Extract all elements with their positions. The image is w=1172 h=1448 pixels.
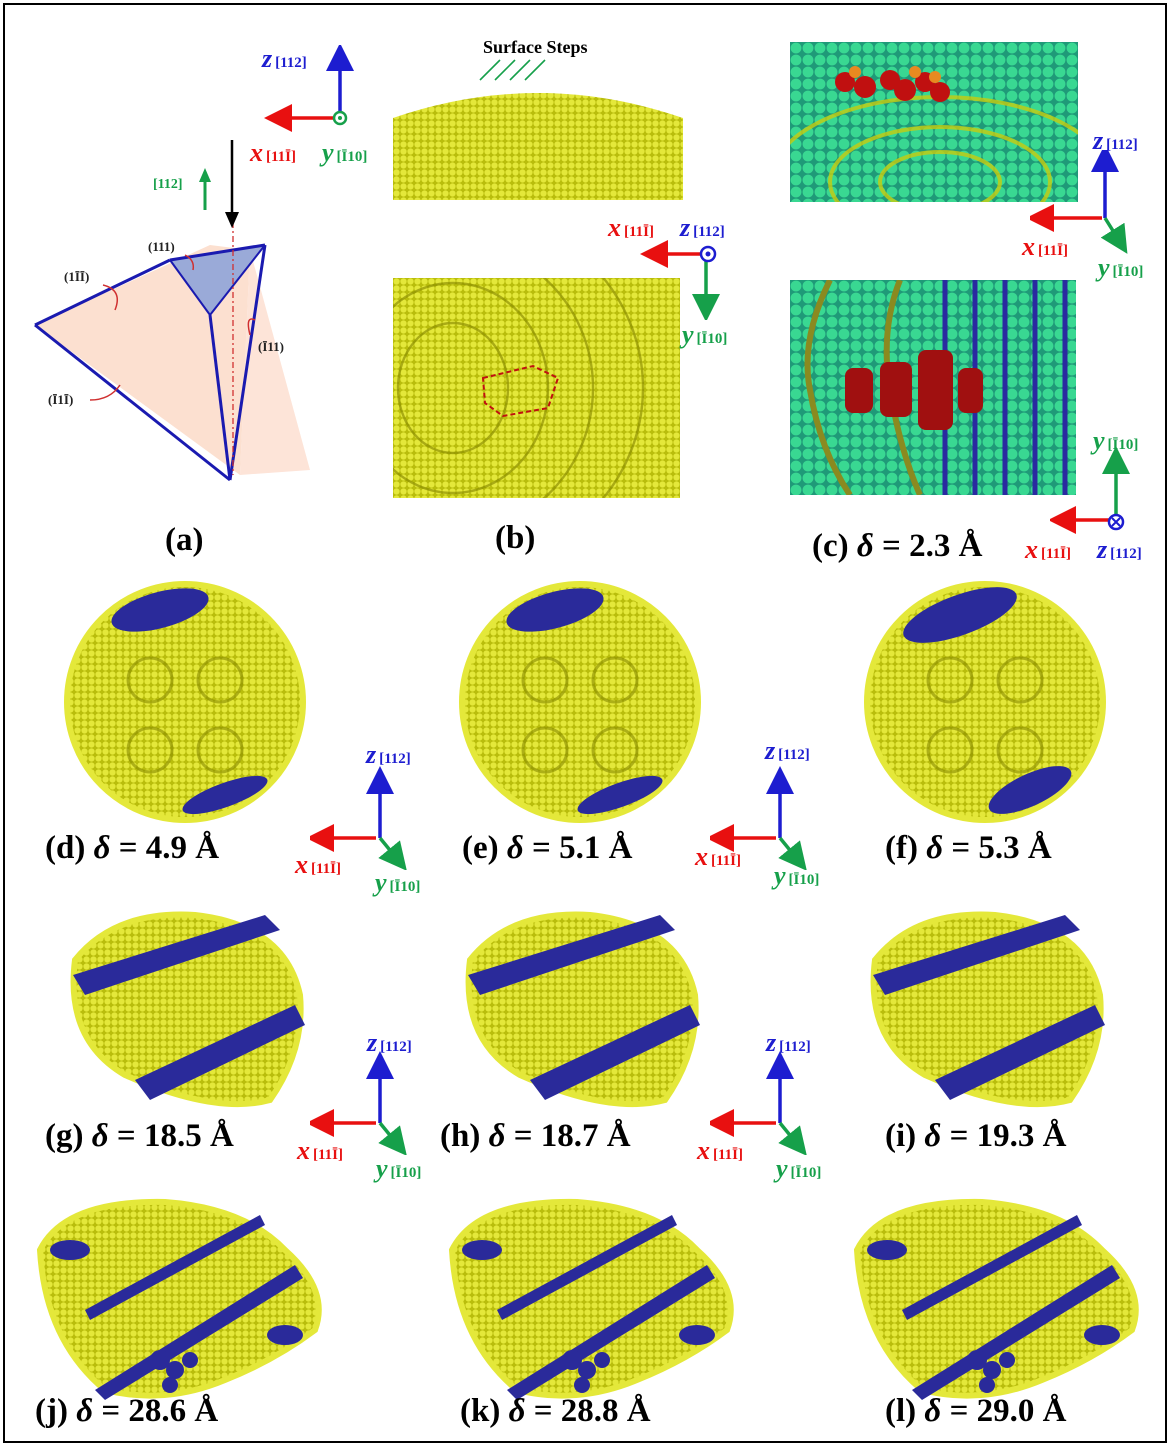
x-axis-label: x[11Ī] [1025, 535, 1071, 564]
x-axis-label: x[11Ī] [695, 842, 741, 871]
z-axis-label: z[112] [766, 1028, 811, 1057]
nanoparticle-image-i [870, 911, 1105, 1108]
z-axis-label: z[112] [367, 1028, 412, 1057]
x-axis-label: x[11Ī] [295, 850, 341, 879]
axis-triad [710, 766, 807, 870]
x-axis-label: x[11Ī] [1022, 232, 1068, 261]
top-view-image [393, 278, 680, 498]
axis-triad [1030, 150, 1128, 254]
x-axis-label: x[11Ī] [697, 1136, 743, 1165]
y-axis-label: y[Ī10] [774, 861, 820, 890]
caption-f: (f) δ = 5.3 Å [885, 830, 1052, 866]
y-axis-label: y[Ī10] [776, 1154, 822, 1183]
caption-l: (l) δ = 29.0 Å [885, 1393, 1067, 1429]
caption-i: (i) δ = 19.3 Å [885, 1118, 1067, 1154]
caption-h: (h) δ = 18.7 Å [440, 1118, 631, 1154]
tetrahedron-diagram [34, 222, 310, 482]
z-axis-label: z[112] [366, 740, 411, 769]
direction-112-label: [112] [153, 177, 183, 192]
defect-side-image [790, 42, 1078, 202]
load-direction-arrow [225, 140, 239, 228]
nanoparticle-image-l [853, 1198, 1139, 1400]
plane-label: (111) [148, 239, 175, 254]
y-axis-label: y[Ī10] [682, 320, 728, 349]
surface-steps-title: Surface Steps [483, 37, 588, 57]
plane-label: (Ī11) [258, 339, 284, 354]
y-axis-label: y[Ī10] [375, 868, 421, 897]
z-axis-label: z[112] [765, 736, 810, 765]
side-view-image [393, 93, 683, 200]
panel-c-caption: (c) δ = 2.3 Å [812, 528, 983, 564]
axis-triad [310, 766, 407, 870]
figure-frame [3, 3, 1167, 1443]
nanoparticle-image-g [70, 911, 305, 1108]
caption-d: (d) δ = 4.9 Å [45, 830, 220, 866]
plane-label: (Ī1Ī) [48, 392, 74, 407]
nanoparticle-image-k [448, 1198, 734, 1400]
defect-top-image [790, 280, 1076, 495]
nanoparticle-image-d [64, 581, 306, 823]
nanoparticle-image-j [36, 1198, 322, 1400]
y-axis-label: y[Ī10] [1098, 253, 1144, 282]
x-axis-label: x[11Ī] [297, 1136, 343, 1165]
axis-triad [310, 1051, 407, 1155]
z-axis-label: z[112] [262, 44, 307, 73]
caption-e: (e) δ = 5.1 Å [462, 830, 633, 866]
surface-steps-arrows [479, 59, 546, 81]
nanoparticle-image-h [465, 911, 700, 1108]
plane-label: (1ĪĪ) [64, 269, 90, 284]
axis-triad [710, 1051, 807, 1155]
z-axis-label: z[112] [1093, 126, 1138, 155]
caption-k: (k) δ = 28.8 Å [460, 1393, 651, 1429]
y-axis-label: y[Ī10] [1093, 426, 1139, 455]
x-axis-label: x[11Ī] [250, 138, 296, 167]
direction-112-arrow [199, 168, 211, 210]
y-axis-label: y[Ī10] [376, 1154, 422, 1183]
caption-j: (j) δ = 28.6 Å [35, 1393, 219, 1429]
z-axis-label: z[112] [680, 213, 725, 242]
z-axis-label: z[112] [1097, 535, 1142, 564]
axis-triad [640, 240, 720, 320]
y-axis-label: y[Ī10] [322, 138, 368, 167]
nanoparticle-image-e [459, 581, 701, 823]
axis-triad [1050, 446, 1130, 534]
x-axis-label: x[11Ī] [608, 213, 654, 242]
panel-b-caption: (b) [495, 520, 536, 556]
axis-triad [264, 45, 354, 132]
panel-a-caption: (a) [165, 522, 204, 558]
nanoparticle-image-f [864, 581, 1106, 823]
caption-g: (g) δ = 18.5 Å [45, 1118, 234, 1154]
